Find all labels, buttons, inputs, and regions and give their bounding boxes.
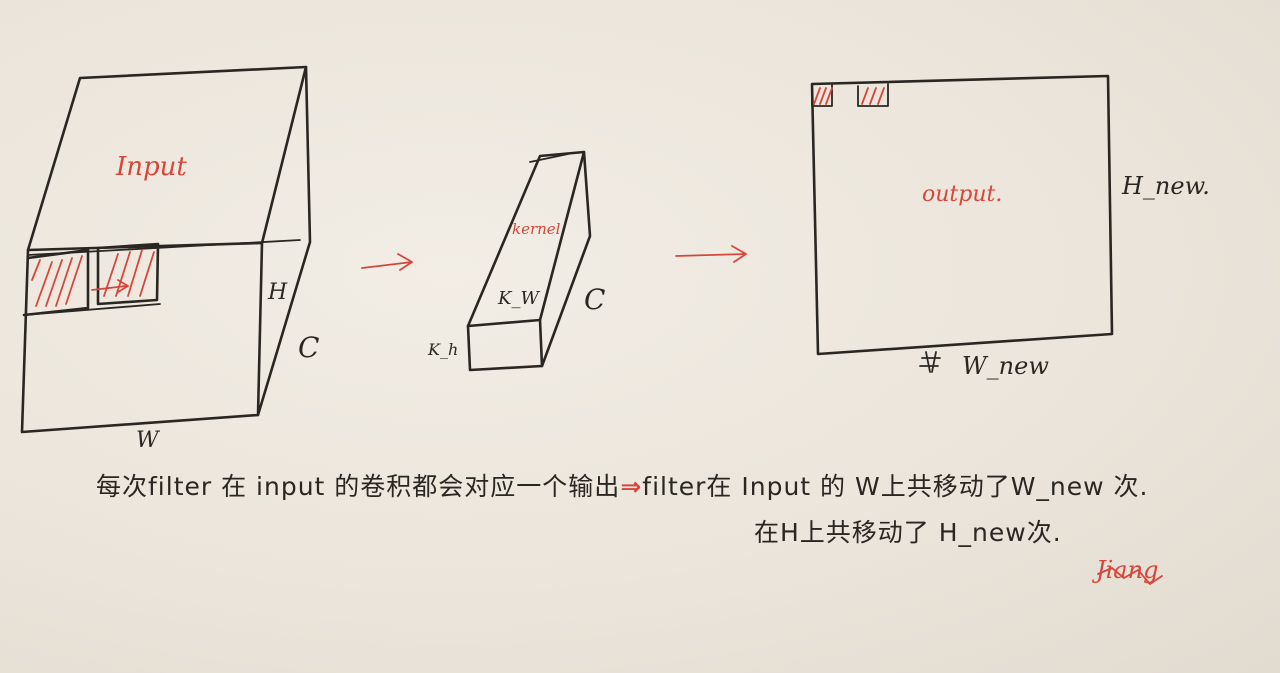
kernel-kw-label: K_W — [498, 288, 539, 309]
input-top-face — [26, 65, 308, 252]
signature: Jiang — [1096, 556, 1159, 584]
output-label: output. — [922, 182, 1003, 207]
arrow-input-to-kernel — [361, 253, 413, 271]
kernel-kh-label: K_h — [428, 340, 459, 359]
output-cells — [811, 83, 889, 107]
output-hatch-1 — [813, 87, 833, 105]
output-w-label: W_new — [962, 352, 1049, 380]
note-line-1-arrow: ⇒ — [620, 472, 643, 501]
kernel-side-face — [540, 150, 592, 368]
kernel-top-face — [466, 150, 586, 328]
signature-flourish — [1097, 567, 1163, 585]
note-line-2: 在H上共移动了 H_new次. — [754, 518, 1062, 547]
kernel-prism — [466, 150, 592, 372]
input-w-label: W — [136, 428, 159, 453]
output-h-label: H_new. — [1122, 172, 1210, 200]
kernel-front-face — [466, 318, 544, 372]
output-hatch — [813, 87, 885, 105]
output-hash-mark — [919, 351, 941, 373]
input-window-baseline — [23, 303, 161, 316]
kernel-label: kernel — [512, 220, 561, 238]
input-hatch-1 — [31, 255, 83, 307]
input-window-1 — [22, 248, 90, 317]
note-line-1-right: filter在 Input 的 W上共移动了W_new 次. — [642, 472, 1149, 501]
slide-direction-arrow — [91, 279, 129, 293]
input-c-label: C — [298, 331, 320, 364]
input-label: Input — [116, 152, 187, 182]
input-tensor — [20, 65, 312, 434]
kernel-edges — [467, 153, 569, 371]
output-hatch-2 — [861, 87, 885, 105]
arrow-kernel-to-output — [675, 245, 747, 263]
note-line-1: 每次filter 在 input 的卷积都会对应一个输出⇒filter在 Inp… — [96, 474, 1149, 499]
output-matrix — [810, 74, 1114, 373]
kernel-c-label: C — [584, 283, 606, 316]
output-rectangle — [810, 74, 1114, 356]
input-h-label: H — [268, 280, 288, 305]
input-hatch — [31, 249, 155, 307]
note-line-1-left: 每次filter 在 input 的卷积都会对应一个输出 — [96, 472, 621, 501]
input-window-2 — [96, 242, 160, 306]
input-hatch-2 — [103, 249, 155, 297]
input-side-face — [256, 65, 312, 417]
